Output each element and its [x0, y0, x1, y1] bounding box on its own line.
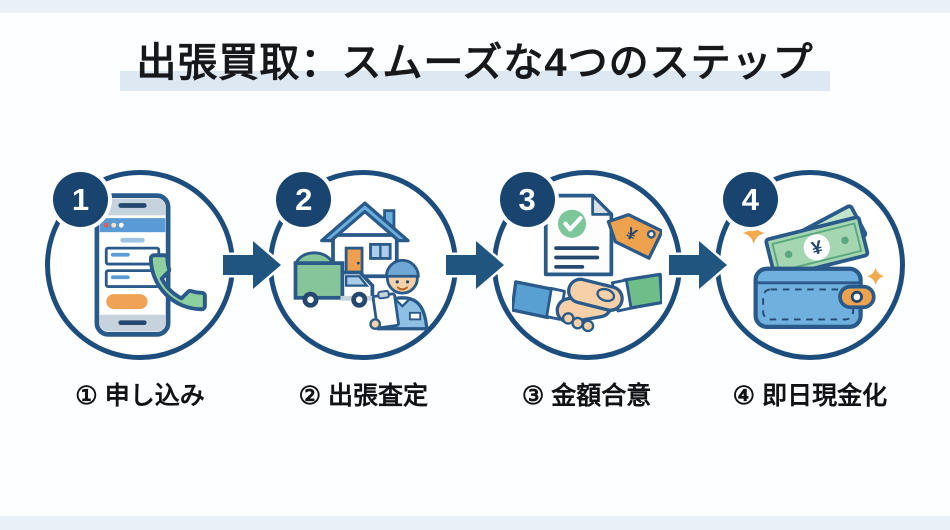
house-truck-appraiser-icon	[293, 201, 429, 331]
arrow-right-icon	[443, 236, 507, 294]
step-circle-4: 4 ¥	[714, 170, 905, 360]
steps-row: 1	[45, 170, 905, 410]
title-area: 出張買取：スムーズな4つのステップ	[0, 30, 950, 91]
smartphone-call-icon	[94, 193, 207, 337]
arrow-right-icon	[220, 236, 284, 294]
step-circle-3: 3 ¥	[491, 170, 682, 360]
step-application: 1	[45, 170, 235, 410]
step-circle-2: 2	[268, 170, 459, 360]
step-circle-1: 1	[45, 170, 235, 360]
step-circled-number-4: ④	[732, 382, 756, 410]
arrow-right-icon	[666, 236, 730, 294]
arrow-slot-1	[220, 170, 284, 360]
step-number-badge-3: 3	[499, 172, 555, 227]
step-number-badge-2: 2	[276, 172, 332, 227]
wallet-cash-yen-icon: ¥	[742, 202, 884, 329]
sparkle-icon	[867, 267, 884, 285]
step-onsite-appraisal: 2	[268, 170, 459, 410]
arrow-slot-3	[666, 170, 730, 360]
step-number-badge-4: 4	[722, 172, 778, 227]
step-label-text-3: 金額合意	[551, 382, 652, 410]
step-circled-number-1: ①	[75, 382, 98, 410]
bottom-accent-bar	[0, 516, 950, 530]
step-circled-number-3: ③	[521, 382, 545, 410]
top-accent-bar	[0, 0, 950, 13]
step-price-agreement: 3 ¥	[491, 170, 682, 410]
step-number-badge-1: 1	[53, 172, 108, 227]
step-label-text-2: 出張査定	[328, 382, 429, 410]
sparkle-icon	[742, 221, 765, 245]
arrow-slot-2	[443, 170, 507, 360]
handshake-contract-icon: ¥	[511, 193, 662, 333]
step-circled-number-2: ②	[298, 382, 321, 410]
step-label-text-1: 申し込み	[104, 382, 205, 410]
step-label-text-4: 即日現金化	[762, 382, 888, 410]
step-same-day-cash: 4 ¥	[714, 170, 905, 410]
page-title: 出張買取：スムーズな4つのステップ	[120, 30, 830, 91]
